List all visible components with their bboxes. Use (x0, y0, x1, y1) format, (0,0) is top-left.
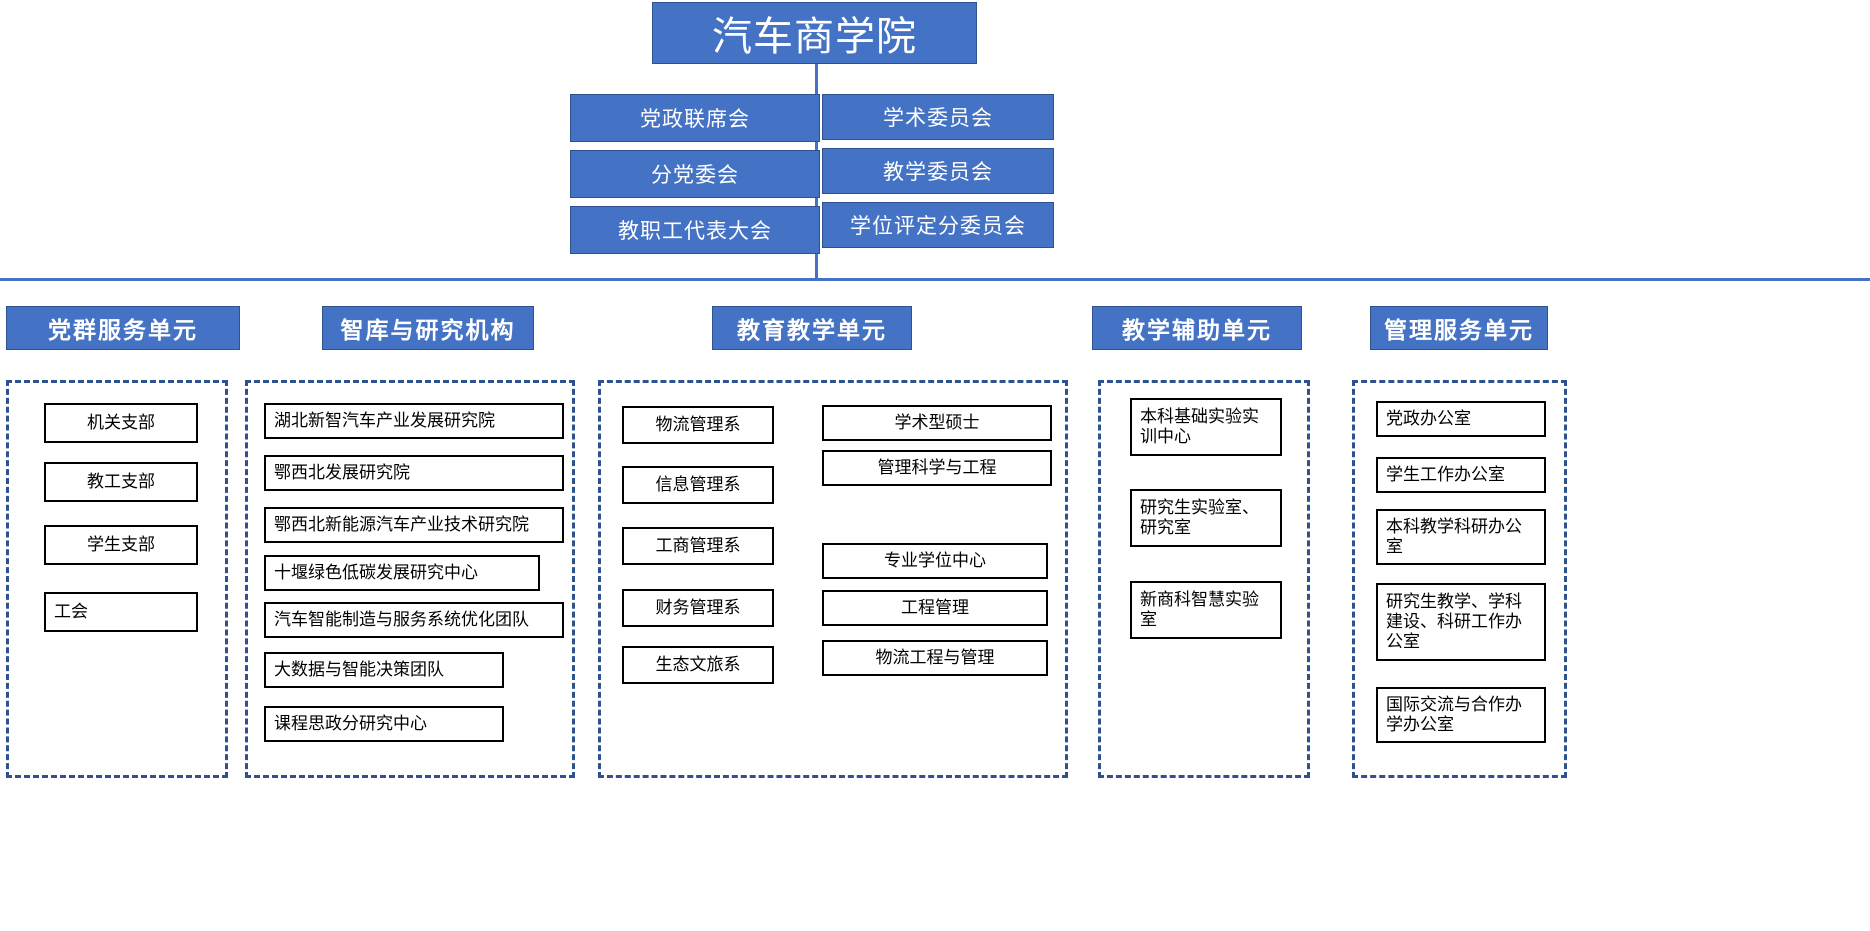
org-item-degree-program-4[interactable]: 物流工程与管理 (822, 640, 1048, 676)
org-item-think-tank-0[interactable]: 湖北新智汽车产业发展研究院 (264, 403, 564, 439)
group-container-think-tank (245, 380, 575, 778)
org-root-title: 汽车商学院 (652, 2, 977, 64)
committee-column-left: 党政联席会 分党委会 教职工代表大会 (570, 94, 820, 254)
org-item-teaching-department-3[interactable]: 财务管理系 (622, 589, 774, 627)
org-item-think-tank-6[interactable]: 课程思政分研究中心 (264, 706, 504, 742)
org-item-think-tank-2[interactable]: 鄂西北新能源汽车产业技术研究院 (264, 507, 564, 543)
org-item-degree-program-2[interactable]: 专业学位中心 (822, 543, 1048, 579)
org-item-management-service-2[interactable]: 本科教学科研办公室 (1376, 509, 1546, 565)
org-item-management-service-1[interactable]: 学生工作办公室 (1376, 457, 1546, 493)
org-item-think-tank-4[interactable]: 汽车智能制造与服务系统优化团队 (264, 602, 564, 638)
org-item-think-tank-3[interactable]: 十堰绿色低碳发展研究中心 (264, 555, 540, 591)
group-container-teaching-support (1098, 380, 1310, 778)
category-header-teaching-support[interactable]: 教学辅助单元 (1092, 306, 1302, 350)
committee-item-teaching-committee[interactable]: 教学委员会 (822, 148, 1054, 194)
org-item-party-service-2[interactable]: 学生支部 (44, 525, 198, 565)
category-header-education-teaching[interactable]: 教育教学单元 (712, 306, 912, 350)
committee-column-right: 学术委员会 教学委员会 学位评定分委员会 (822, 94, 1054, 248)
committee-item-degree-evaluation-subcommittee[interactable]: 学位评定分委员会 (822, 202, 1054, 248)
org-item-party-service-1[interactable]: 教工支部 (44, 462, 198, 502)
org-item-degree-program-0[interactable]: 学术型硕士 (822, 405, 1052, 441)
org-item-teaching-support-0[interactable]: 本科基础实验实训中心 (1130, 398, 1282, 456)
org-item-think-tank-1[interactable]: 鄂西北发展研究院 (264, 455, 564, 491)
category-header-party-service[interactable]: 党群服务单元 (6, 306, 240, 350)
committee-item-party-joint-meeting[interactable]: 党政联席会 (570, 94, 820, 142)
category-header-think-tank[interactable]: 智库与研究机构 (322, 306, 534, 350)
org-item-teaching-department-0[interactable]: 物流管理系 (622, 406, 774, 444)
org-item-party-service-0[interactable]: 机关支部 (44, 403, 198, 443)
org-item-teaching-department-4[interactable]: 生态文旅系 (622, 646, 774, 684)
committee-item-branch-party-committee[interactable]: 分党委会 (570, 150, 820, 198)
group-container-management-service (1352, 380, 1567, 778)
org-item-party-service-3[interactable]: 工会 (44, 592, 198, 632)
group-container-education-teaching (598, 380, 1068, 778)
org-item-management-service-3[interactable]: 研究生教学、学科建设、科研工作办公室 (1376, 583, 1546, 661)
org-item-think-tank-5[interactable]: 大数据与智能决策团队 (264, 652, 504, 688)
group-container-party-service (6, 380, 228, 778)
org-item-teaching-support-2[interactable]: 新商科智慧实验室 (1130, 581, 1282, 639)
committee-item-academic-committee[interactable]: 学术委员会 (822, 94, 1054, 140)
committee-item-staff-congress[interactable]: 教职工代表大会 (570, 206, 820, 254)
category-header-management-service[interactable]: 管理服务单元 (1370, 306, 1548, 350)
org-item-teaching-department-1[interactable]: 信息管理系 (622, 466, 774, 504)
org-item-degree-program-3[interactable]: 工程管理 (822, 590, 1048, 626)
org-item-management-service-4[interactable]: 国际交流与合作办学办公室 (1376, 687, 1546, 743)
org-item-teaching-support-1[interactable]: 研究生实验室、研究室 (1130, 489, 1282, 547)
main-horizontal-connector (0, 278, 1870, 281)
org-item-degree-program-1[interactable]: 管理科学与工程 (822, 450, 1052, 486)
org-item-teaching-department-2[interactable]: 工商管理系 (622, 527, 774, 565)
org-item-management-service-0[interactable]: 党政办公室 (1376, 401, 1546, 437)
